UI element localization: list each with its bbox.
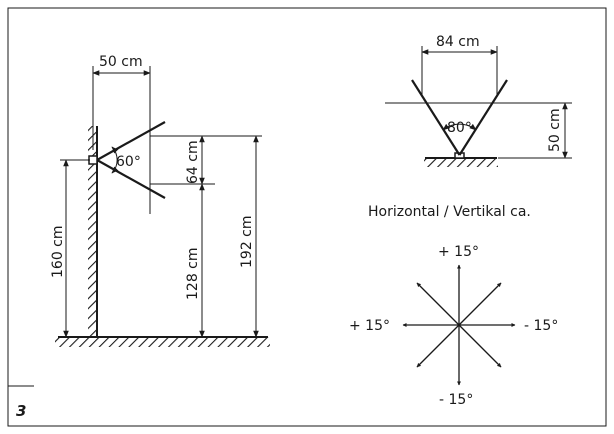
floor-width-label-84: 84 cm xyxy=(436,34,480,50)
height-label-128: 128 cm xyxy=(185,247,201,300)
height-label-64: 64 cm xyxy=(185,140,201,184)
floor-mount-hatch xyxy=(424,158,498,167)
floor-height-label-50: 50 cm xyxy=(547,108,563,152)
cone-edge-upper xyxy=(96,121,166,161)
arrow-up-left xyxy=(416,282,460,326)
adjust-down-label: - 15° xyxy=(439,392,473,408)
angle-arc-80 xyxy=(442,123,477,131)
angle-label-80: 80° xyxy=(447,120,472,136)
figure-number: 3 xyxy=(16,402,26,420)
height-label-192: 192 cm xyxy=(239,215,255,268)
angle-label-60: 60° xyxy=(116,154,141,170)
wall-mount-diagram: 60° 50 cm 160 cm 64 cm 128 cm 192 cm xyxy=(50,54,270,347)
adjust-right-label: - 15° xyxy=(524,318,558,334)
figure-border xyxy=(7,7,607,427)
arrow-up-right xyxy=(458,282,502,326)
floor-hatch xyxy=(55,337,270,347)
angle-arc-60 xyxy=(111,146,119,174)
wall-hatch xyxy=(88,126,97,336)
adjustment-star: + 15° - 15° + 15° - 15° xyxy=(349,244,558,408)
floor-mount-diagram: 84 cm 50 cm 80° xyxy=(385,34,572,167)
arrow-down-right xyxy=(458,324,502,368)
width-label-50: 50 cm xyxy=(99,54,143,70)
floor-cone-left xyxy=(411,79,461,156)
adjust-up-label: + 15° xyxy=(438,244,479,260)
arrow-down-left xyxy=(416,324,460,368)
height-label-160: 160 cm xyxy=(50,225,66,278)
adjustment-caption: Horizontal / Vertikal ca. xyxy=(368,204,531,220)
floor-cone-right xyxy=(458,79,508,156)
adjust-left-label: + 15° xyxy=(349,318,390,334)
sensor-mount xyxy=(88,155,98,165)
cone-edge-lower xyxy=(96,159,166,199)
